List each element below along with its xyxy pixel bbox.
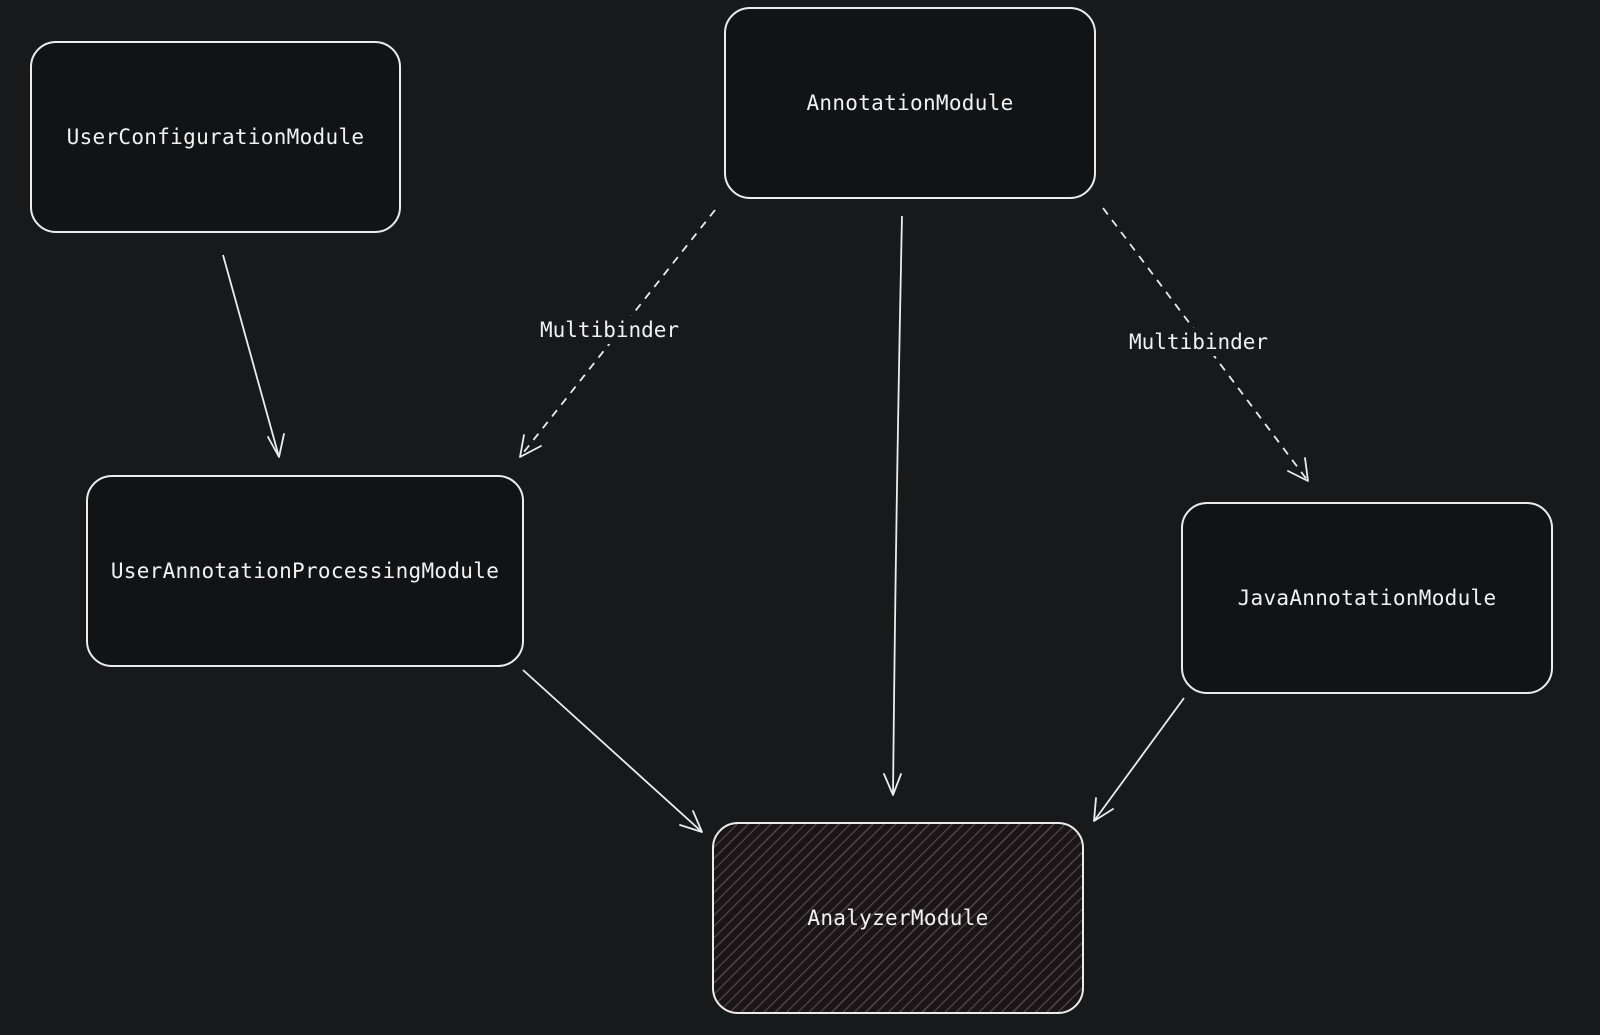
node-label: UserAnnotationProcessingModule [110,559,500,583]
node-java-annotation-module[interactable]: JavaAnnotationModule [1181,502,1553,694]
edge-userconfig-to-userprocessing [222,254,285,458]
edge-userprocessing-to-analyzer [522,669,703,833]
node-label: AnnotationModule [806,91,1014,115]
node-analyzer-module[interactable]: AnalyzerModule [712,822,1084,1014]
arrowhead [883,773,902,796]
edge-annotation-to-analyzer [883,215,903,796]
edge-java-to-analyzer [1093,697,1185,822]
node-label: AnalyzerModule [807,906,989,930]
node-user-annotation-processing-module[interactable]: UserAnnotationProcessingModule [86,475,524,667]
arrowhead [519,434,542,458]
arrowhead [1287,457,1309,482]
node-user-configuration-module[interactable]: UserConfigurationModule [30,41,401,233]
arrowhead [1093,797,1114,822]
arrowhead [679,810,703,833]
arrowhead [267,433,285,458]
node-label: JavaAnnotationModule [1237,586,1497,610]
node-label: UserConfigurationModule [66,125,365,149]
edge-label-multibinder-left: Multibinder [536,316,684,344]
edge-label-multibinder-right: Multibinder [1125,328,1273,356]
node-annotation-module[interactable]: AnnotationModule [724,7,1096,199]
